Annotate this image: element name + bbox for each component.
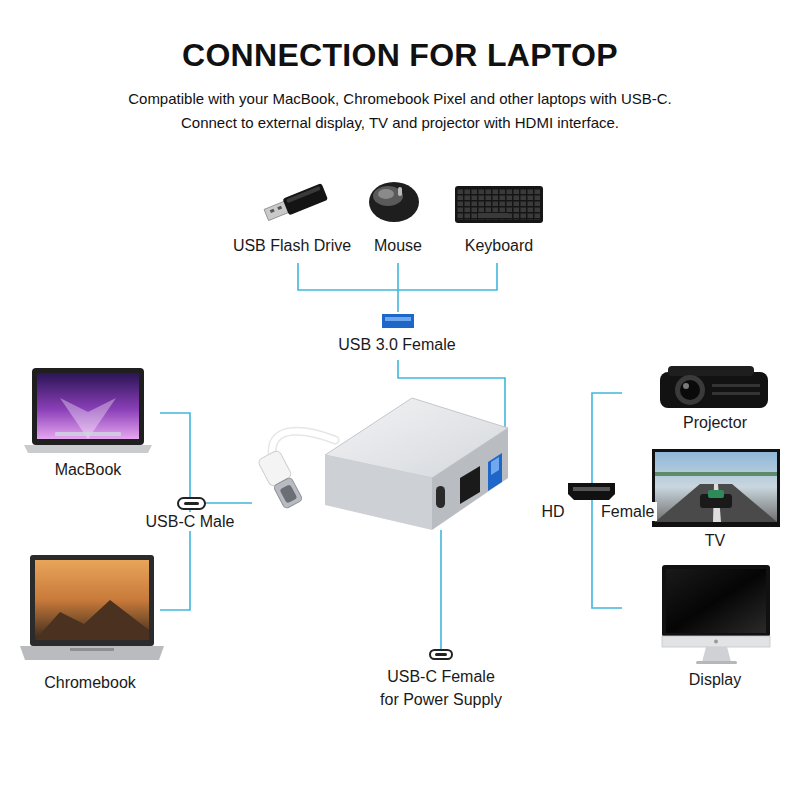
keyboard-icon	[457, 189, 541, 220]
mouse-icon	[398, 187, 402, 196]
flash-drive-icon	[270, 209, 275, 213]
chromebook-icon	[30, 555, 154, 646]
hdmi-port-icon	[568, 483, 615, 500]
display-icon	[662, 565, 770, 664]
tv-icon	[655, 472, 777, 476]
macbook-icon	[24, 445, 152, 453]
projector-icon	[660, 372, 768, 408]
chromebook-icon	[20, 555, 164, 660]
title: CONNECTION FOR LAPTOP	[182, 36, 618, 74]
subtitle: Compatible with your MacBook, Chromebook…	[128, 90, 672, 108]
tv-icon	[655, 484, 777, 522]
device-label: Keyboard	[462, 236, 537, 255]
projector-icon	[712, 384, 760, 387]
keyboard-icon	[455, 186, 543, 223]
mouse-icon	[373, 186, 403, 206]
hub-adapter	[460, 466, 480, 504]
subtitle: Connect to external display, TV and proj…	[181, 114, 619, 132]
flash-drive-icon	[263, 183, 328, 223]
port-label: USB-C Male	[143, 512, 238, 531]
hub-adapter	[325, 398, 508, 530]
usb-c-cable	[257, 431, 335, 510]
wire	[160, 263, 622, 649]
display-icon	[666, 569, 766, 633]
hub-adapter	[325, 455, 432, 530]
chromebook-icon	[35, 560, 149, 640]
usb-c-cable	[279, 484, 297, 504]
port-label: USB 3.0 Female	[335, 335, 458, 354]
tv-icon	[655, 452, 777, 522]
hub-adapter	[432, 428, 508, 530]
wire	[397, 263, 399, 312]
usb-port-icon	[382, 314, 414, 328]
usb-c-icon	[435, 653, 447, 656]
usb-c-cable	[257, 449, 304, 510]
port-label: Female	[598, 502, 657, 521]
keyboard-icon	[478, 213, 508, 218]
display-icon	[696, 661, 737, 664]
usb-port-icon	[382, 314, 414, 328]
chromebook-icon	[70, 648, 114, 651]
device-label: Projector	[680, 413, 750, 432]
macbook-icon	[24, 368, 152, 453]
tv-icon	[708, 490, 724, 498]
tv-icon	[652, 449, 780, 527]
hub-adapter	[491, 457, 499, 475]
flash-drive-icon	[277, 206, 282, 210]
device-label: USB Flash Drive	[230, 236, 354, 255]
hdmi-port-icon	[573, 487, 610, 491]
flash-drive-icon	[286, 186, 321, 203]
display-icon	[714, 640, 718, 644]
wire	[440, 530, 442, 649]
mouse-icon	[369, 182, 419, 222]
tv-icon	[652, 449, 780, 527]
flash-drive-icon	[282, 183, 328, 215]
wire	[592, 393, 622, 608]
display-icon	[662, 565, 770, 637]
projector-icon	[680, 380, 700, 400]
usb-c-icon	[184, 502, 199, 505]
device-label: Chromebook	[41, 673, 139, 692]
device-label: MacBook	[52, 460, 125, 479]
macbook-icon	[32, 368, 144, 445]
projector-icon	[675, 375, 705, 405]
hub-adapter	[436, 486, 445, 508]
device-label: TV	[702, 531, 728, 550]
usb-port-icon	[385, 317, 411, 321]
port-label: HD	[538, 502, 567, 521]
display-icon	[702, 647, 731, 662]
chromebook-icon	[35, 600, 149, 640]
device-label: Mouse	[371, 236, 425, 255]
macbook-icon	[55, 432, 121, 436]
chromebook-icon	[20, 646, 164, 660]
hdmi-port-icon	[568, 483, 615, 500]
macbook-icon	[37, 373, 139, 439]
projector-icon	[660, 366, 768, 408]
projector-icon	[668, 366, 754, 376]
port-label: USB-C Female for Power Supply	[376, 665, 507, 711]
display-icon	[662, 636, 770, 647]
usb-c-cable	[273, 477, 303, 509]
projector-icon	[683, 383, 689, 389]
hub-adapter	[488, 453, 502, 491]
wire	[205, 502, 252, 504]
mouse-icon	[369, 182, 419, 222]
usb-c-icon	[430, 650, 452, 659]
keyboard-icon	[455, 186, 543, 223]
usb-c-icon	[178, 498, 205, 509]
usb-c-icon	[178, 498, 205, 509]
usb-c-icon	[430, 650, 452, 659]
projector-icon	[712, 392, 760, 395]
mouse-icon	[378, 189, 394, 199]
device-label: Display	[686, 670, 744, 689]
usb-c-cable	[272, 431, 335, 452]
usb-c-cable	[272, 431, 335, 452]
